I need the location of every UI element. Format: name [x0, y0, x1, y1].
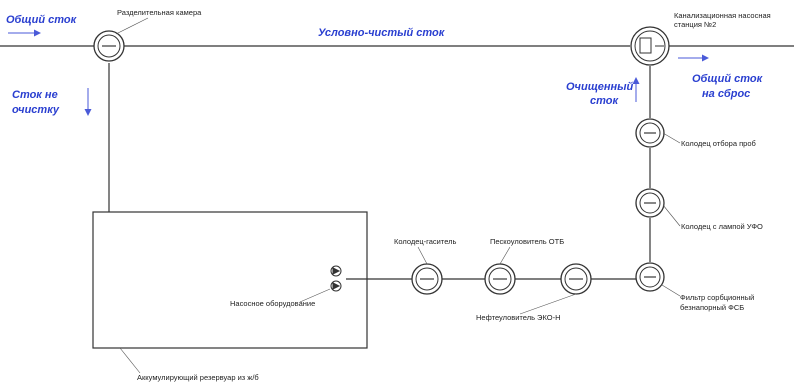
- reservoir-label: Аккумулирующий резервуар из ж/б: [137, 373, 259, 382]
- sand-trap-label: Пескоуловитель ОТБ: [490, 237, 564, 246]
- pump-station-icon: [630, 26, 670, 66]
- leader-lines: [115, 17, 681, 374]
- sorption-filter-label-1: Фильтр сорбционный: [680, 293, 754, 302]
- pump-equipment-label: Насосное оборудование: [230, 299, 315, 308]
- conditionally-clean-label: Условно-чистый сток: [318, 27, 446, 39]
- to-treatment-label-1: Сток не: [12, 89, 58, 101]
- sand-trap-icon: [484, 263, 516, 295]
- separation-chamber-label: Разделительная камера: [117, 8, 202, 17]
- pump-icon: [330, 265, 342, 292]
- flow-arrows: [8, 29, 709, 116]
- pipelines: [0, 45, 794, 280]
- pump-station-label-2: станция №2: [674, 20, 716, 29]
- discharge-label-2: на сброс: [702, 88, 750, 100]
- uv-well-icon: [635, 188, 665, 218]
- general-inflow-label: Общий сток: [6, 14, 78, 26]
- sorption-filter-label-2: безнапорный ФСБ: [680, 303, 744, 312]
- treated-label-2: сток: [590, 95, 619, 107]
- damping-well-label: Колодец-гаситель: [394, 237, 457, 246]
- sampling-well-icon: [635, 118, 665, 148]
- pump-station-label-1: Канализационная насосная: [674, 11, 771, 20]
- sorption-filter-icon: [635, 262, 665, 292]
- uv-well-label: Колодец с лампой УФО: [681, 222, 763, 231]
- treated-label-1: Очищенный: [566, 81, 634, 93]
- oil-trap-icon: [560, 263, 592, 295]
- sampling-well-label: Колодец отбора проб: [681, 139, 756, 148]
- discharge-label-1: Общий сток: [692, 73, 764, 85]
- oil-trap-label: Нефтеуловитель ЭКО-Н: [476, 313, 561, 322]
- to-treatment-label-2: очистку: [12, 104, 60, 116]
- separation-chamber-icon: [93, 30, 125, 62]
- damping-well-icon: [411, 263, 443, 295]
- reservoir-rect: [92, 211, 368, 349]
